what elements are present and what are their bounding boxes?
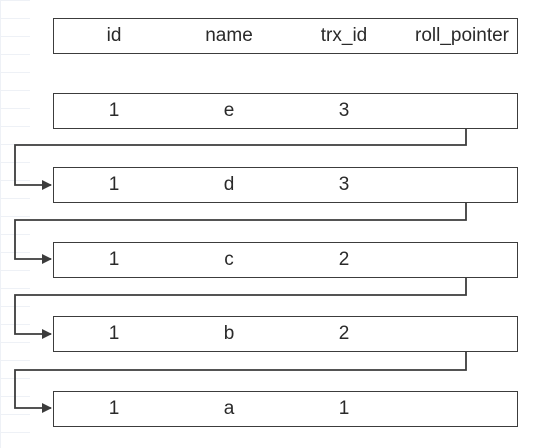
record-row-a: 1 a 1 — [53, 391, 518, 427]
header-id: id — [106, 25, 122, 46]
row-name: e — [223, 100, 235, 121]
header-name: name — [205, 25, 253, 46]
background-grid — [0, 0, 30, 448]
row-name: d — [223, 174, 235, 195]
row-trx-id: 3 — [338, 174, 350, 195]
row-trx-id: 3 — [338, 100, 350, 121]
header-roll-pointer: roll_pointer — [415, 25, 509, 46]
row-trx-id: 1 — [338, 398, 350, 419]
row-id: 1 — [108, 323, 120, 344]
row-name: a — [223, 398, 235, 419]
row-id: 1 — [108, 174, 120, 195]
row-id: 1 — [108, 249, 120, 270]
record-row-e: 1 e 3 — [53, 93, 518, 129]
row-id: 1 — [108, 398, 120, 419]
row-name: b — [223, 323, 235, 344]
record-row-d: 1 d 3 — [53, 167, 518, 203]
row-id: 1 — [108, 100, 120, 121]
row-trx-id: 2 — [338, 323, 350, 344]
header-trx-id: trx_id — [320, 25, 368, 46]
column-header: id name trx_id roll_pointer — [53, 18, 518, 54]
row-name: c — [224, 249, 234, 270]
row-trx-id: 2 — [338, 249, 350, 270]
record-row-b: 1 b 2 — [53, 316, 518, 352]
record-row-c: 1 c 2 — [53, 242, 518, 278]
